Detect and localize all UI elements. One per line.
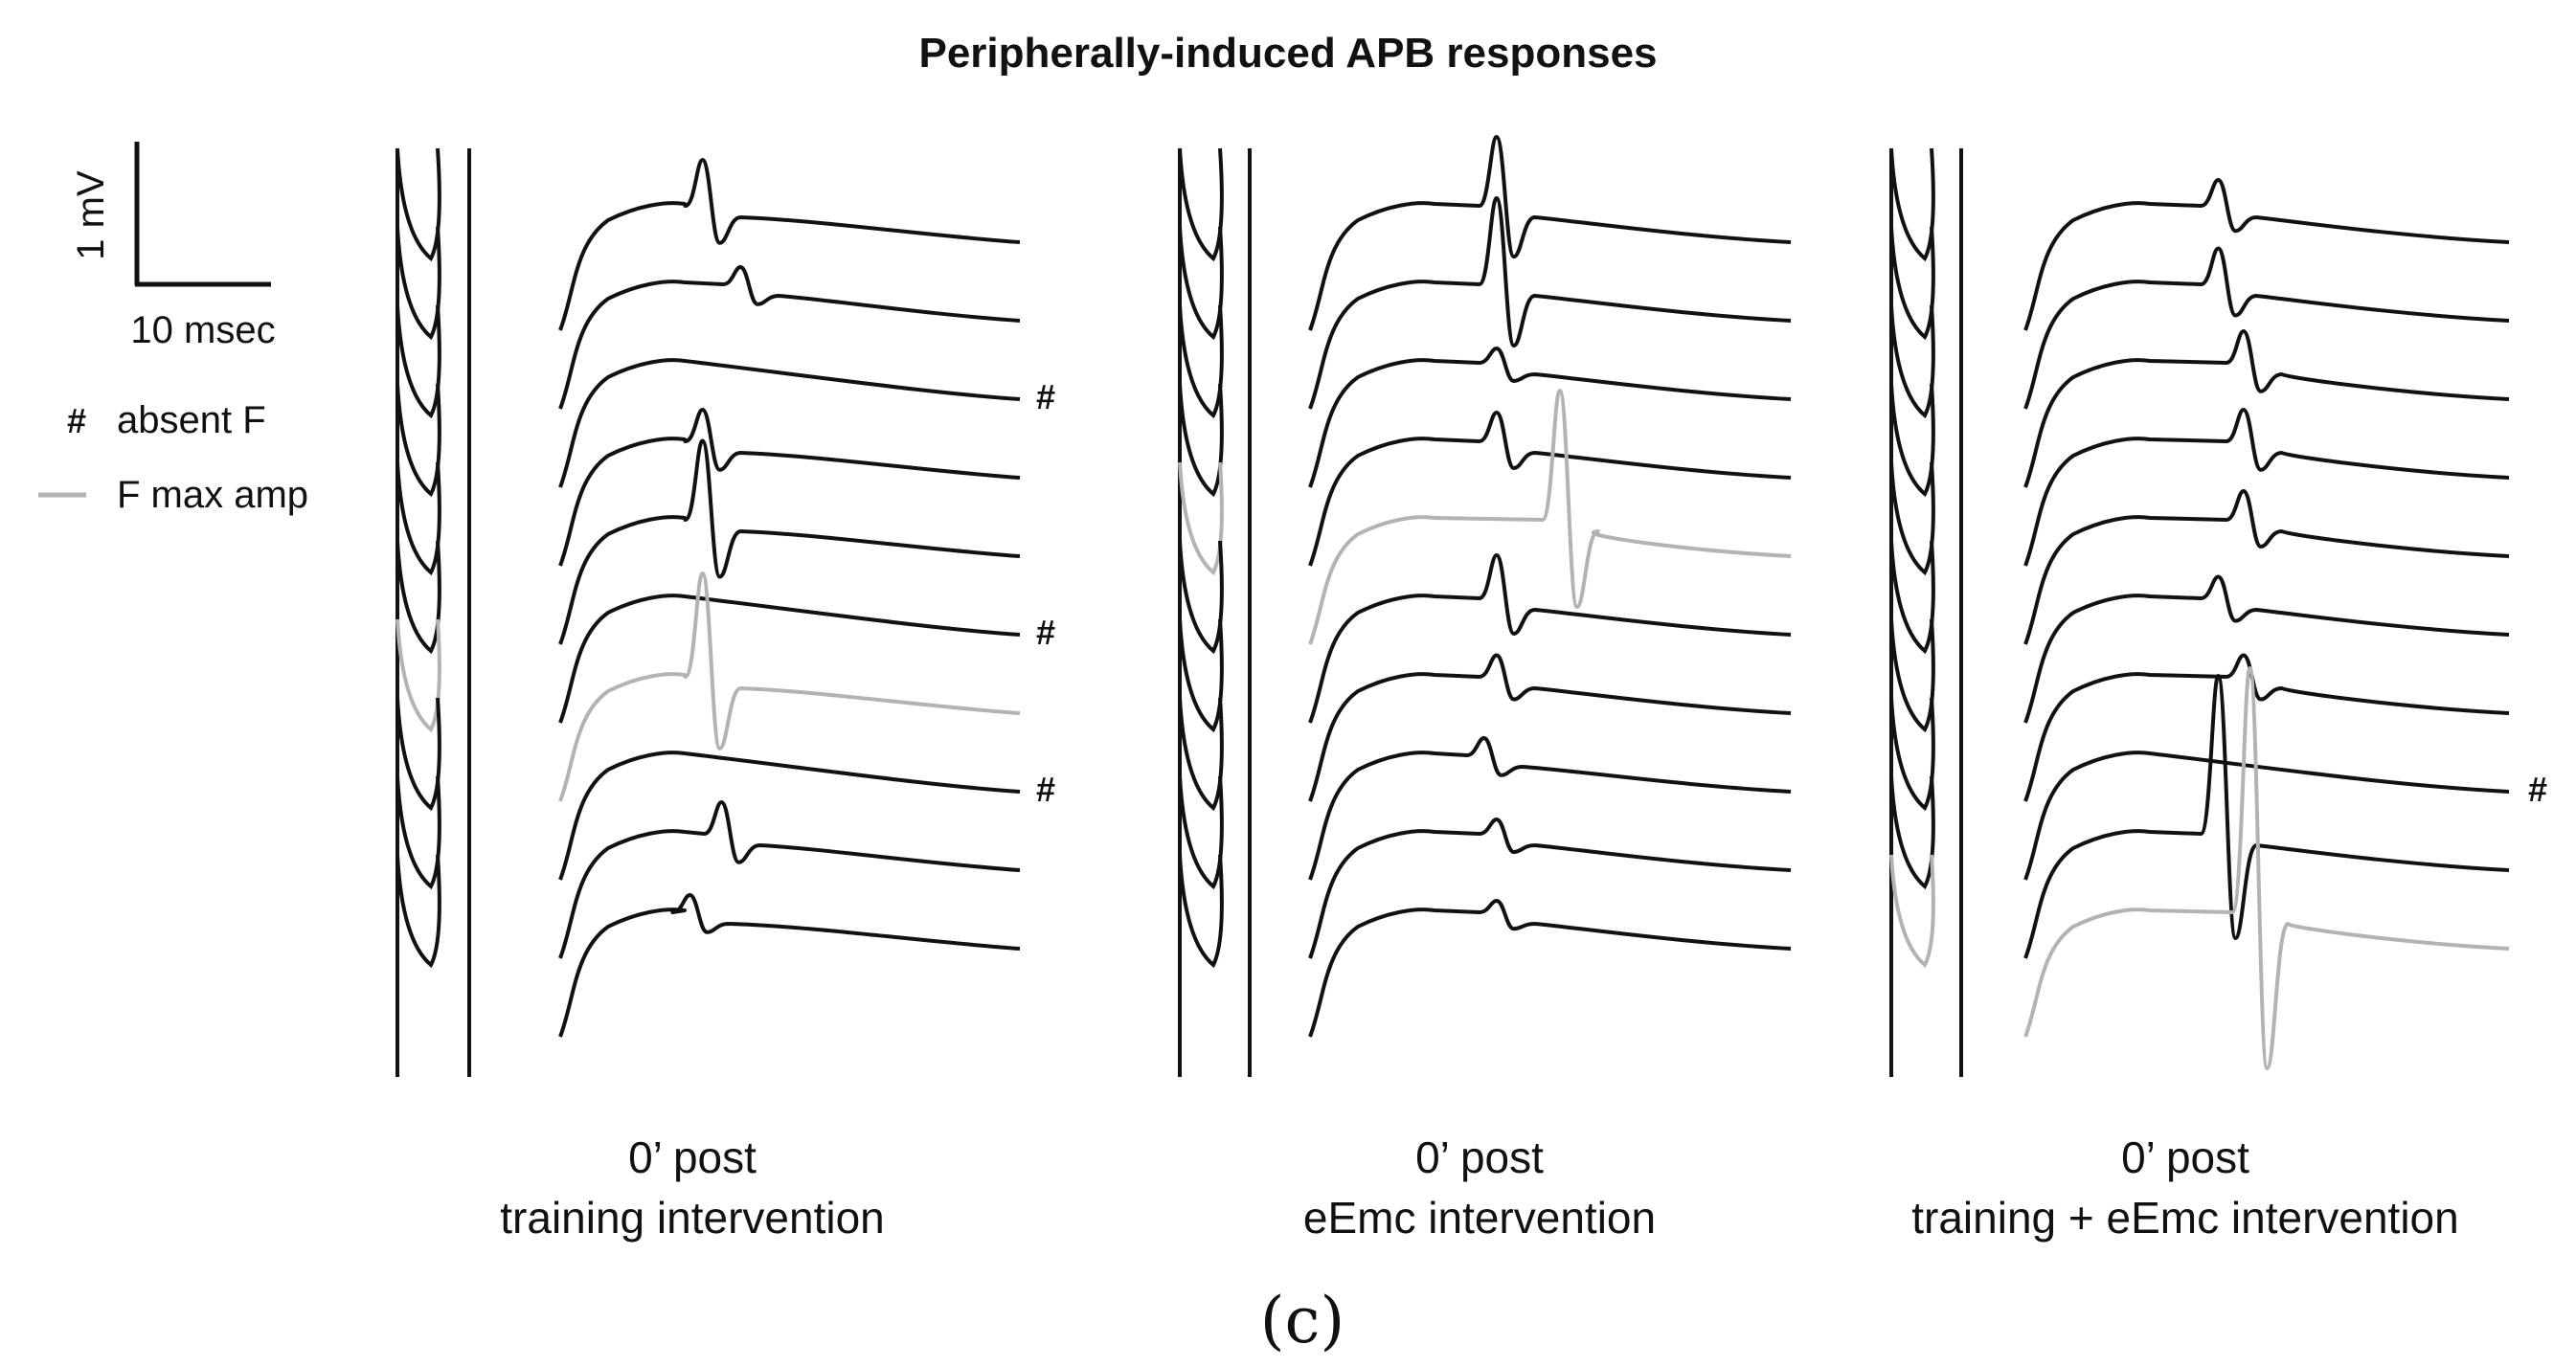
response-trace (1308, 653, 1792, 802)
m-wave-artifact (1889, 461, 1935, 576)
m-wave-artifact (1889, 854, 1935, 969)
response-trace (558, 358, 1021, 488)
panel-caption-line1: 0’ post (1415, 1132, 1544, 1182)
m-wave-artifact (1178, 304, 1224, 419)
response-trace (558, 158, 1021, 331)
m-wave-artifact (395, 540, 441, 655)
response-trace (558, 893, 1021, 1038)
m-wave-artifact (1178, 775, 1224, 890)
absent-f-marker: # (1036, 770, 1055, 809)
response-trace (1308, 347, 1792, 488)
panel-3: #0’ post training + eEmc intervention (1889, 147, 2547, 1243)
m-wave-artifact (1889, 304, 1935, 419)
m-wave-artifact (1178, 147, 1224, 262)
scale-bar-amplitude-label: 1 mV (70, 170, 112, 260)
absent-f-marker: # (1036, 613, 1055, 652)
m-wave-artifact (395, 618, 441, 733)
panel-caption-line2: training + eEmc intervention (1911, 1193, 2458, 1243)
m-wave-artifact (1889, 147, 1935, 262)
m-wave-artifact (395, 775, 441, 890)
m-wave-artifact (1889, 697, 1935, 812)
m-wave-artifact (1178, 697, 1224, 812)
panel-caption-line1: 0’ post (628, 1132, 757, 1182)
response-trace (558, 594, 1021, 724)
legend-absent-f-label: absent F (117, 399, 266, 441)
m-wave-artifact (1889, 618, 1935, 733)
response-trace (2023, 653, 2510, 802)
m-wave-artifact (1889, 540, 1935, 655)
m-wave-artifact (395, 226, 441, 341)
response-trace (1308, 411, 1792, 567)
absent-f-marker: # (1036, 377, 1055, 416)
m-wave-artifact (1889, 383, 1935, 498)
response-trace (2023, 751, 2510, 881)
m-wave-artifact (1178, 540, 1224, 655)
scale-bar-time-label: 10 msec (130, 309, 275, 351)
m-wave-artifact (1889, 226, 1935, 341)
response-trace (1308, 389, 1792, 645)
response-trace (2023, 674, 2510, 959)
legend-fmax-label: F max amp (117, 474, 308, 516)
response-trace (2023, 178, 2510, 331)
response-trace (1308, 736, 1792, 881)
chart-title: Peripherally-induced APB responses (918, 30, 1657, 77)
response-trace (2023, 246, 2510, 410)
response-trace (2023, 489, 2510, 645)
m-wave-artifact (1178, 226, 1224, 341)
m-wave-artifact (395, 304, 441, 419)
response-trace (558, 751, 1021, 881)
panel-1: # # #0’ post training intervention (395, 147, 1055, 1243)
response-trace (558, 571, 1021, 802)
panel-label: (c) (1260, 1284, 1344, 1357)
panel-2: 0’ post eEmc intervention (1178, 135, 1792, 1243)
m-wave-artifact (1178, 383, 1224, 498)
response-trace (2023, 329, 2510, 488)
panels: # # #0’ post training intervention 0’ post eE… (395, 135, 2547, 1243)
m-wave-artifact (1178, 618, 1224, 733)
scale-bar: 1 mV 10 msec (70, 142, 276, 351)
panel-caption-line2: eEmc intervention (1303, 1193, 1656, 1243)
response-trace (2023, 574, 2510, 724)
m-wave-artifact (1178, 854, 1224, 969)
response-trace (558, 800, 1021, 959)
response-trace (1308, 818, 1792, 959)
legend-hash-symbol: # (67, 401, 86, 440)
m-wave-artifact (395, 854, 441, 969)
response-trace (558, 265, 1021, 410)
legend: # absent F F max amp (38, 399, 308, 516)
m-wave-artifact (395, 147, 441, 262)
m-wave-artifact (1889, 775, 1935, 890)
response-trace (1308, 196, 1792, 410)
response-trace (1308, 135, 1792, 331)
response-trace (558, 408, 1021, 567)
response-trace (2023, 666, 2510, 1070)
m-wave-artifact (395, 383, 441, 498)
response-trace (1308, 553, 1792, 724)
response-trace (1308, 899, 1792, 1038)
response-trace (558, 438, 1021, 645)
m-wave-artifact (1178, 461, 1224, 576)
panel-caption-line1: 0’ post (2121, 1132, 2249, 1182)
response-trace (2023, 408, 2510, 567)
absent-f-marker: # (2528, 770, 2547, 809)
m-wave-artifact (395, 461, 441, 576)
panel-caption-line2: training intervention (500, 1193, 884, 1243)
m-wave-artifact (395, 697, 441, 812)
